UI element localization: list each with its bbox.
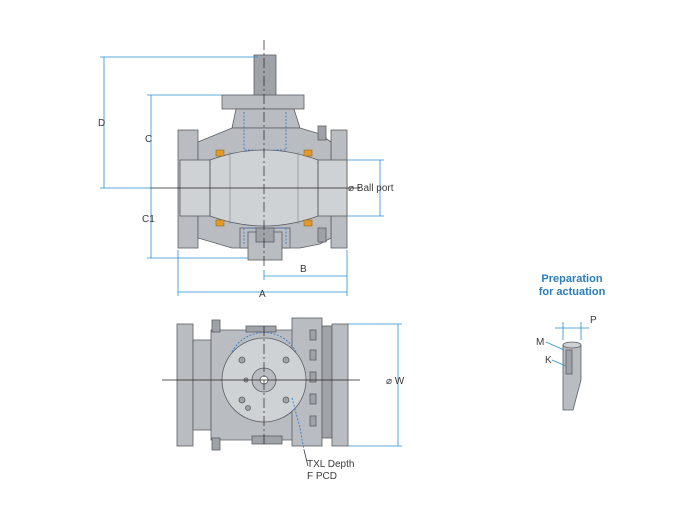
dim-b-label: B bbox=[300, 264, 307, 275]
dim-m-label: M bbox=[536, 337, 544, 348]
dimension-c: C bbox=[145, 94, 222, 188]
dimension-d: D bbox=[98, 56, 258, 189]
dim-d-label: D bbox=[98, 118, 105, 129]
side-left-flange bbox=[176, 323, 194, 447]
section-view bbox=[177, 54, 348, 261]
seat-seal bbox=[215, 149, 225, 157]
dim-c-label: C bbox=[145, 134, 152, 145]
dimension-c1: C1 bbox=[142, 188, 248, 259]
dimension-ball-port: ⌀ Ball port bbox=[347, 159, 394, 217]
side-right-flange bbox=[331, 323, 349, 447]
prep-title-line2: for actuation bbox=[539, 286, 606, 298]
dimension-w: ⌀ W bbox=[348, 323, 405, 447]
stem-end-graphic bbox=[562, 341, 582, 411]
dim-c1-label: C1 bbox=[142, 214, 155, 225]
txl-depth-label: TXL Depth bbox=[307, 459, 354, 470]
side-view bbox=[176, 317, 349, 451]
stem bbox=[253, 54, 277, 101]
dim-a-label: A bbox=[259, 289, 266, 300]
ball-port-label: ⌀ Ball port bbox=[348, 183, 394, 194]
f-pcd-label: F PCD bbox=[307, 471, 337, 482]
dim-p-label: P bbox=[590, 315, 597, 326]
dimension-a: A bbox=[177, 250, 347, 300]
dim-w-label: ⌀ W bbox=[386, 376, 405, 387]
actuation-prep: Preparation for actuation M K P bbox=[536, 273, 606, 411]
gland-plate bbox=[221, 94, 305, 110]
prep-title-line1: Preparation bbox=[541, 273, 602, 285]
dim-k-label: K bbox=[545, 355, 552, 366]
dimension-b: B bbox=[263, 250, 348, 296]
